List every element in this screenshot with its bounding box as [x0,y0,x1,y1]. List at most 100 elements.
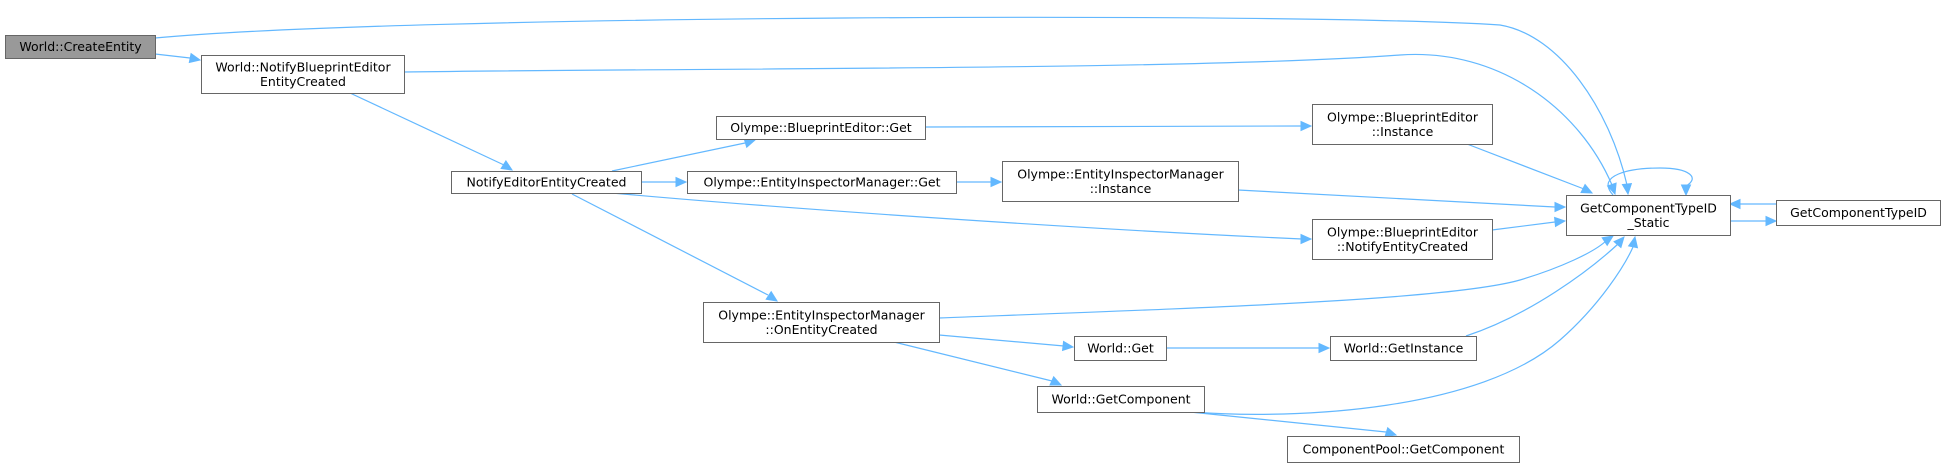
edge-eim_on_created-to-world_get_component [893,341,1063,386]
node-box[interactable] [1312,219,1493,260]
edge-line [938,239,1608,319]
edge-line [1237,189,1556,208]
edges-layer [154,16,1778,438]
arrowhead-icon [1318,342,1331,354]
edge-create_entity-to-notify_bp_editor [154,52,202,64]
arrowhead-icon [1627,235,1639,249]
edge-eim_instance-to-type_id_static [1237,189,1567,213]
node-box[interactable] [1566,195,1731,236]
edge-bp_notify-to-type_id_static [1491,216,1567,231]
edge-world_get_component-to-type_id_static [1191,235,1639,415]
node-label: EntityCreated [260,74,346,89]
edge-world_get_instance-to-type_id_static [1465,236,1625,337]
node-label: GetComponentTypeID [1790,205,1927,220]
node-box[interactable] [1074,336,1167,361]
edge-bp_get-to-bp_instance [924,120,1313,132]
node-label: Olympe::BlueprintEditor::Get [730,120,912,135]
node-eim-instance[interactable]: Olympe::EntityInspectorManager::Instance [1002,161,1239,202]
node-eim-on-created[interactable]: Olympe::EntityInspectorManager::OnEntity… [703,302,940,343]
edge-line [611,192,1303,240]
edge-line [1189,411,1387,433]
node-label: ::OnEntityCreated [765,322,877,337]
nodes-layer: World::CreateEntityWorld::NotifyBlueprin… [5,35,1941,463]
arrowhead-icon [1606,182,1617,196]
arrowhead-icon [1601,235,1615,247]
arrowhead-icon [990,176,1003,188]
node-box[interactable] [5,35,156,59]
node-bp-instance[interactable]: Olympe::BlueprintEditor::Instance [1312,104,1493,145]
edge-type_id-to-type_id_static [1728,198,1776,210]
node-type-id-static[interactable]: GetComponentTypeID_Static [1566,195,1731,236]
edge-notify_bp_editor-to-notify_editor [349,92,514,171]
node-box[interactable] [1776,200,1941,226]
node-eim-get[interactable]: Olympe::EntityInspectorManager::Get [687,171,957,194]
edge-line [154,16,1628,186]
node-box[interactable] [1037,386,1205,413]
edge-line [1466,143,1585,190]
edge-notify_editor-to-eim_on_created [571,193,779,302]
edge-line [1491,221,1556,231]
node-label: Olympe::EntityInspectorManager::Get [703,175,940,190]
node-label: Olympe::EntityInspectorManager [718,307,925,322]
node-box[interactable] [1330,336,1477,361]
edge-line [611,142,746,172]
node-box[interactable] [1002,161,1239,202]
node-world-get-component[interactable]: World::GetComponent [1037,386,1205,413]
arrowhead-icon [1384,426,1398,438]
arrowhead-icon [1049,375,1063,386]
edge-line [349,92,505,166]
edge-notify_editor-to-bp_get [611,137,757,172]
edge-line [403,53,1613,186]
edge-world_get_component-to-pool_get_component [1189,411,1398,438]
node-world-get-instance[interactable]: World::GetInstance [1330,336,1477,361]
edge-eim_on_created-to-type_id_static [938,235,1615,319]
edge-eim_get-to-eim_instance [956,176,1003,188]
node-notify-bp-editor[interactable]: World::NotifyBlueprintEditorEntityCreate… [201,55,405,94]
node-bp-get[interactable]: Olympe::BlueprintEditor::Get [716,116,926,140]
node-box[interactable] [1287,436,1520,463]
arrowhead-icon [500,159,514,171]
arrowhead-icon [765,290,779,302]
node-label: World::Get [1087,341,1154,356]
node-world-get[interactable]: World::Get [1074,336,1167,361]
edge-line [1465,243,1619,337]
node-box[interactable] [1312,104,1493,145]
arrowhead-icon [675,176,688,188]
edge-bp_instance-to-type_id_static [1466,143,1594,194]
arrowhead-icon [1554,201,1567,213]
edge-type_id_static-to-type_id [1730,215,1778,227]
node-box[interactable] [687,171,957,194]
edge-line [924,125,1303,128]
node-create-entity[interactable]: World::CreateEntity [5,35,156,59]
edge-line [154,53,191,59]
node-label: Olympe::BlueprintEditor [1327,109,1479,124]
node-label: ComponentPool::GetComponent [1303,442,1505,457]
node-label: ::NotifyEntityCreated [1337,239,1468,254]
node-notify-editor[interactable]: NotifyEditorEntityCreated [451,171,642,194]
node-label: World::CreateEntity [19,39,142,54]
node-bp-notify[interactable]: Olympe::BlueprintEditor::NotifyEntityCre… [1312,219,1493,260]
arrowhead-icon [1728,198,1741,210]
edge-line [1607,167,1693,196]
node-label: _Static [1627,215,1670,230]
node-type-id[interactable]: GetComponentTypeID [1776,200,1941,226]
node-label: ::Instance [1372,124,1434,139]
edge-create_entity-to-type_id_static [154,16,1633,196]
node-box[interactable] [201,55,405,94]
arrowhead-icon [188,52,202,64]
node-label: GetComponentTypeID [1580,200,1717,215]
edge-notify_bp_editor-to-type_id_static [403,53,1617,196]
edge-line [893,341,1053,382]
node-box[interactable] [716,116,926,140]
node-box[interactable] [451,171,642,194]
node-label: World::NotifyBlueprintEditor [215,59,391,74]
edge-notify_editor-to-eim_get [641,176,688,188]
edge-world_get-to-world_get_instance [1166,342,1331,354]
arrowhead-icon [1580,183,1594,194]
node-pool-get-component[interactable]: ComponentPool::GetComponent [1287,436,1520,463]
edge-notify_editor-to-bp_notify [611,192,1313,245]
arrowhead-icon [1300,233,1313,245]
node-label: Olympe::EntityInspectorManager [1017,166,1224,181]
node-box[interactable] [703,302,940,343]
